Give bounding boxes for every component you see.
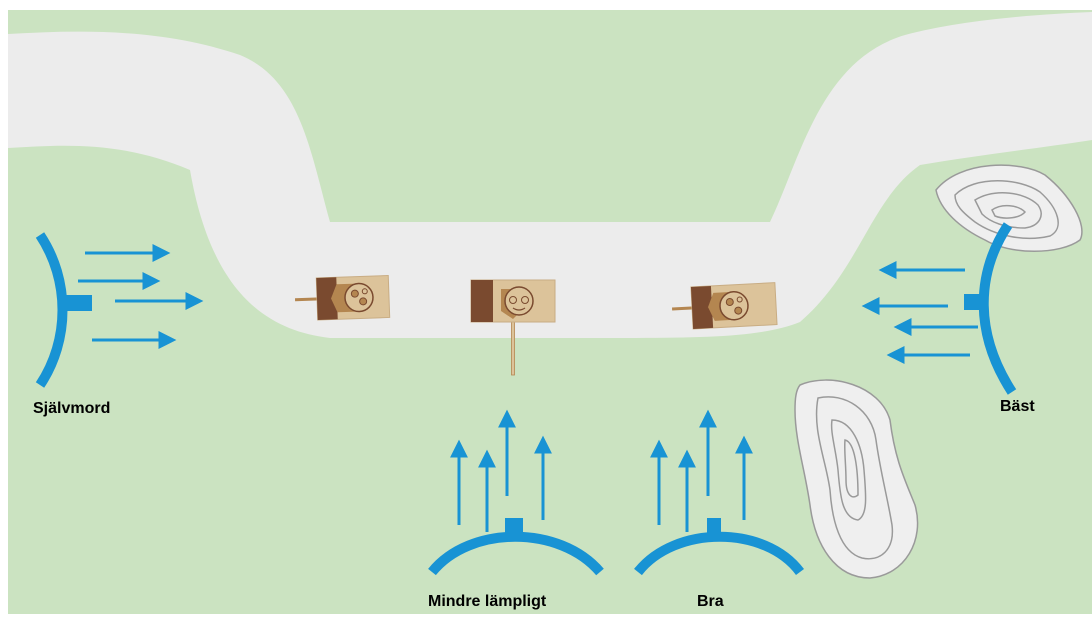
- label-left: Självmord: [33, 400, 110, 417]
- label-right: Bäst: [1000, 398, 1035, 415]
- force-bottom-left-hq-marker: [505, 518, 523, 538]
- label-bottom-left: Mindre lämpligt: [428, 593, 547, 610]
- force-left-hq-marker: [64, 295, 92, 311]
- force-right-hq-marker: [964, 294, 984, 310]
- label-bottom-right: Bra: [697, 593, 724, 610]
- force-bottom-right-hq-marker: [707, 518, 721, 538]
